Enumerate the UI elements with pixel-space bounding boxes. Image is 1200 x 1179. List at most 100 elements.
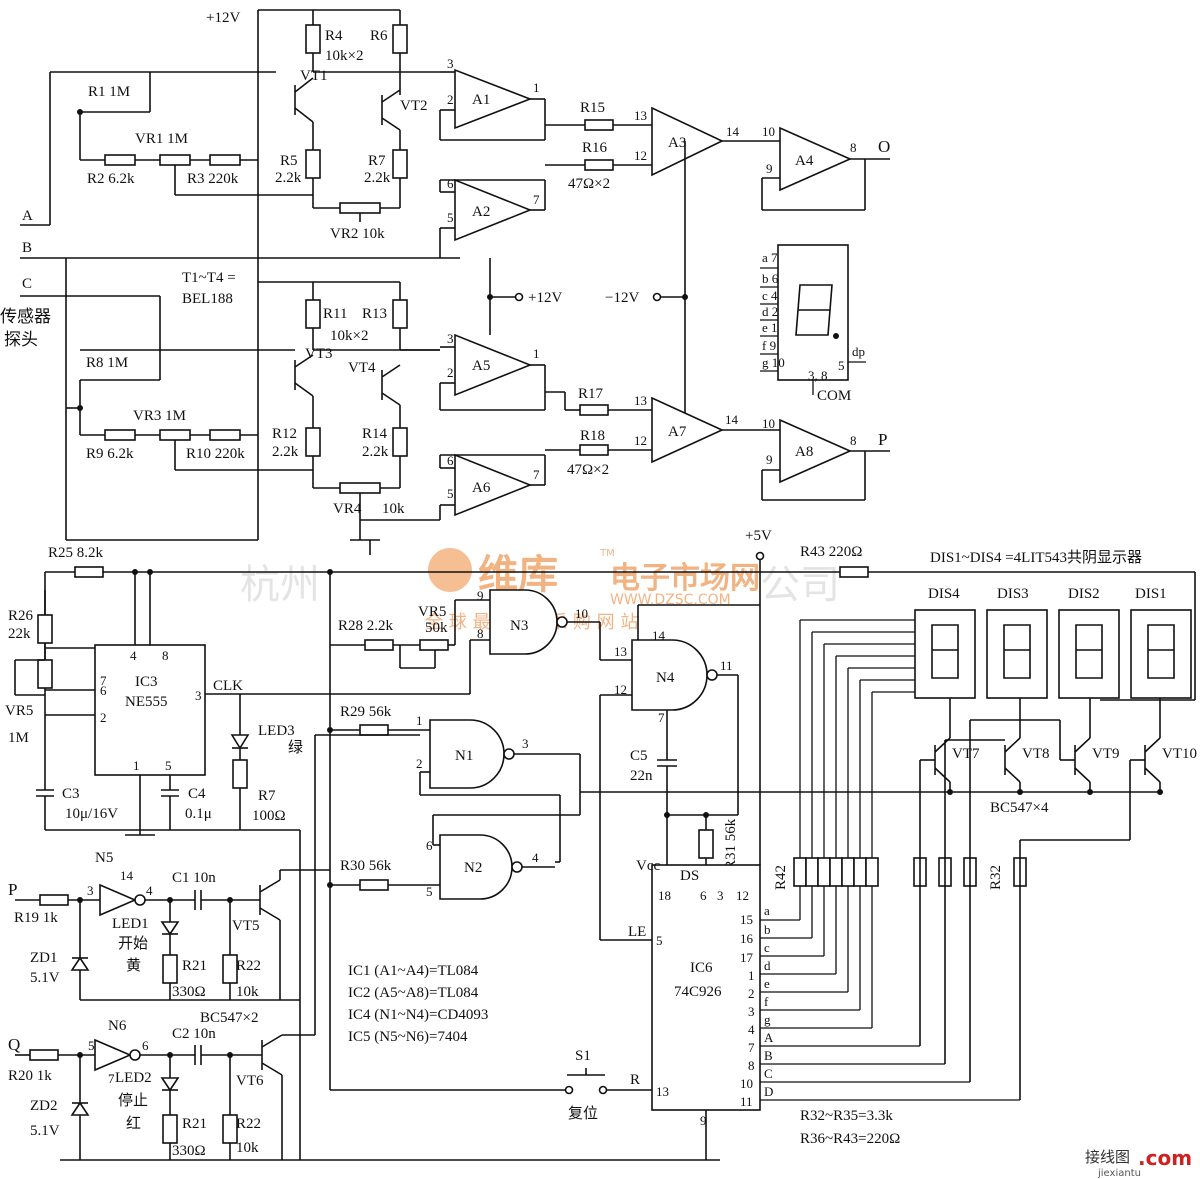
supply-12v-top-label: +12V bbox=[206, 10, 240, 26]
svg-text:7: 7 bbox=[533, 467, 540, 482]
output-o-label: O bbox=[878, 137, 890, 156]
r26-label: R26 bbox=[8, 608, 34, 624]
svg-text:12: 12 bbox=[634, 433, 647, 448]
r12-label: R12 bbox=[272, 426, 297, 442]
svg-text:7: 7 bbox=[108, 1071, 115, 1086]
svg-text:3: 3 bbox=[447, 331, 454, 346]
input-a-label: A bbox=[22, 208, 33, 224]
svg-text:5: 5 bbox=[656, 933, 663, 948]
le-label: LE bbox=[628, 924, 646, 940]
a5-label: A5 bbox=[472, 358, 490, 374]
resistor-r17 bbox=[579, 404, 609, 416]
supply-12v-mid-label: +12V bbox=[528, 290, 562, 306]
r9-label: R9 6.2k bbox=[86, 446, 134, 462]
svg-text:3: 3 bbox=[522, 736, 529, 751]
svg-text:11: 11 bbox=[720, 658, 733, 673]
led2-red-label: 红 bbox=[126, 1115, 141, 1132]
svg-text:10: 10 bbox=[575, 606, 588, 621]
segment-pin-labels: a 7 b 6 c 4 d 2 e 1 f 9 g 10 bbox=[762, 250, 785, 370]
clk-label: CLK bbox=[213, 678, 243, 694]
svg-text:11: 11 bbox=[740, 1094, 753, 1109]
svg-text:b 6: b 6 bbox=[762, 271, 779, 286]
potentiometer-vr4 bbox=[339, 482, 381, 494]
potentiometer-vr1 bbox=[159, 154, 191, 166]
r22b-label: R22 bbox=[236, 1116, 261, 1132]
display-dis2 bbox=[1058, 609, 1120, 699]
vt1-label: VT1 bbox=[300, 68, 328, 84]
r21-label: R21 bbox=[182, 958, 207, 974]
svg-text:3, 8: 3, 8 bbox=[808, 368, 828, 383]
svg-text:b: b bbox=[764, 922, 771, 937]
svg-text:13: 13 bbox=[634, 393, 647, 408]
a2-label: A2 bbox=[472, 204, 490, 220]
resistor-r26 bbox=[37, 614, 53, 644]
svg-text:7: 7 bbox=[533, 192, 540, 207]
r15-label: R15 bbox=[580, 100, 605, 116]
footer-watermark: 接线图 .com jiexiantu bbox=[1085, 1146, 1192, 1179]
vr3-label: VR3 1M bbox=[133, 408, 186, 424]
svg-text:12: 12 bbox=[634, 148, 647, 163]
resistor-r21 bbox=[162, 954, 178, 984]
vr5b-label: VR5 bbox=[418, 604, 446, 620]
ic-note-3: IC4 (N1~N4)=CD4093 bbox=[348, 1007, 488, 1023]
svg-text:6: 6 bbox=[142, 1038, 149, 1053]
zd1-value: 5.1V bbox=[30, 970, 60, 986]
watermark: 杭州 公司 维库 TM 电子市场网 WWW.DZSC.COM 全 球 最 大 I… bbox=[240, 548, 840, 633]
svg-text:e: e bbox=[764, 976, 770, 991]
r7b-value: 100Ω bbox=[252, 808, 286, 824]
watermark-tm: TM bbox=[599, 548, 615, 559]
led1-icon bbox=[160, 921, 180, 936]
start-stop-inputs: P R19 1k ZD1 5.1V 3 14 4 C1 10n LED1 开始 … bbox=[8, 734, 720, 1161]
c2-label: C2 10n bbox=[172, 1026, 216, 1042]
resistor-r3 bbox=[209, 154, 241, 166]
n5-top-label: N5 bbox=[95, 850, 113, 866]
watermark-company: 杭州 bbox=[240, 562, 320, 608]
opamp-a4 bbox=[779, 126, 852, 192]
watermark-company-2: 公司 bbox=[760, 562, 840, 608]
ne555-label: NE555 bbox=[125, 694, 168, 710]
r22-label: R22 bbox=[236, 958, 261, 974]
r17-label: R17 bbox=[578, 386, 604, 402]
vt2-label: VT2 bbox=[400, 98, 428, 114]
resistor-r19 bbox=[39, 894, 69, 906]
svg-text:1: 1 bbox=[533, 346, 540, 361]
zener-zd2-icon bbox=[70, 1101, 90, 1116]
sensor-probe-label-1: 传感器 bbox=[0, 307, 51, 326]
opamp-a3 bbox=[651, 106, 724, 177]
segment-bus bbox=[799, 619, 915, 1028]
display-dis3 bbox=[986, 609, 1048, 699]
r22b-value: 10k bbox=[236, 1140, 259, 1156]
pin-r-label: R bbox=[630, 1072, 640, 1088]
r32-label: R32 bbox=[988, 865, 1004, 890]
svg-text:7: 7 bbox=[658, 710, 665, 725]
led1-yellow-label: 黄 bbox=[126, 957, 141, 974]
led3-color-label: 绿 bbox=[288, 739, 303, 756]
display-dis4 bbox=[914, 609, 976, 699]
watermark-logo-icon bbox=[428, 548, 472, 592]
supply-minus12v-label: −12V bbox=[605, 290, 639, 306]
svg-text:g: g bbox=[764, 1012, 771, 1027]
analog-channel-1: +12V R4 R6 10k×2 VT1 VT2 R5 2.2k R7 2.2k bbox=[0, 9, 460, 540]
svg-text:3: 3 bbox=[748, 1004, 755, 1019]
resistor-r25 bbox=[74, 566, 104, 578]
svg-text:10: 10 bbox=[762, 124, 775, 139]
footer-url: jiexiantu bbox=[1097, 1168, 1141, 1179]
r5-value: 2.2k bbox=[275, 170, 302, 186]
svg-text:c 4: c 4 bbox=[762, 288, 778, 303]
resistor-note-2: R36~R43=220Ω bbox=[800, 1131, 900, 1147]
potentiometer-vr3 bbox=[159, 429, 191, 441]
svg-text:2: 2 bbox=[447, 92, 454, 107]
r16-label: R16 bbox=[582, 140, 608, 156]
svg-text:1: 1 bbox=[533, 80, 540, 95]
bel188-label: BEL188 bbox=[182, 291, 233, 307]
r3-label: R3 220k bbox=[187, 171, 239, 187]
svg-text:D: D bbox=[764, 1084, 773, 1099]
c5-value: 22n bbox=[630, 768, 653, 784]
seven-segment-pinout: a 7 b 6 c 4 d 2 e 1 f 9 g 10 dp 5 3, 8 C… bbox=[760, 244, 866, 404]
n3-label: N3 bbox=[510, 618, 528, 634]
resistor-r7b bbox=[232, 759, 248, 789]
resistor-r20 bbox=[29, 1049, 59, 1061]
vr4-value: 10k bbox=[382, 501, 405, 517]
resistor-r7 bbox=[392, 149, 408, 179]
